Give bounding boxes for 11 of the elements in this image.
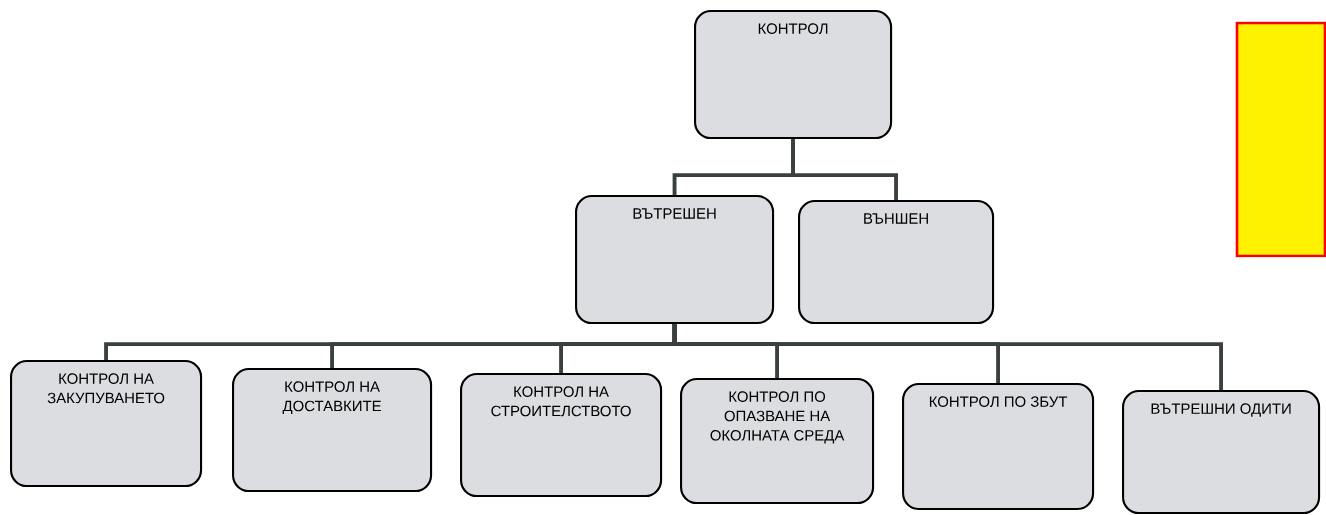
process-box: ВЪТРЕШНИ ОДИТИ xyxy=(1122,390,1321,515)
process-box: ВЪТРЕШЕН xyxy=(575,195,775,325)
connector-line xyxy=(672,324,1223,390)
process-box: КОНТРОЛ НА СТРОИТЕЛСТВОТО xyxy=(460,373,663,498)
connector-line xyxy=(791,139,898,200)
process-box: КОНТРОЛ xyxy=(694,10,893,140)
process-box: КОНТРОЛ ПО ОПАЗВАНЕ НА ОКОЛНАТА СРЕДА xyxy=(680,378,875,505)
process-box: ВЪНШЕН xyxy=(798,200,995,325)
process-box: КОНТРОЛ ПО ЗБУТ xyxy=(902,383,1095,511)
process-box: КОНТРОЛ НА ЗАКУПУВАНЕТО xyxy=(10,360,203,488)
process-box: КОНТРОЛ НА ДОСТАВКИТЕ xyxy=(232,368,433,493)
